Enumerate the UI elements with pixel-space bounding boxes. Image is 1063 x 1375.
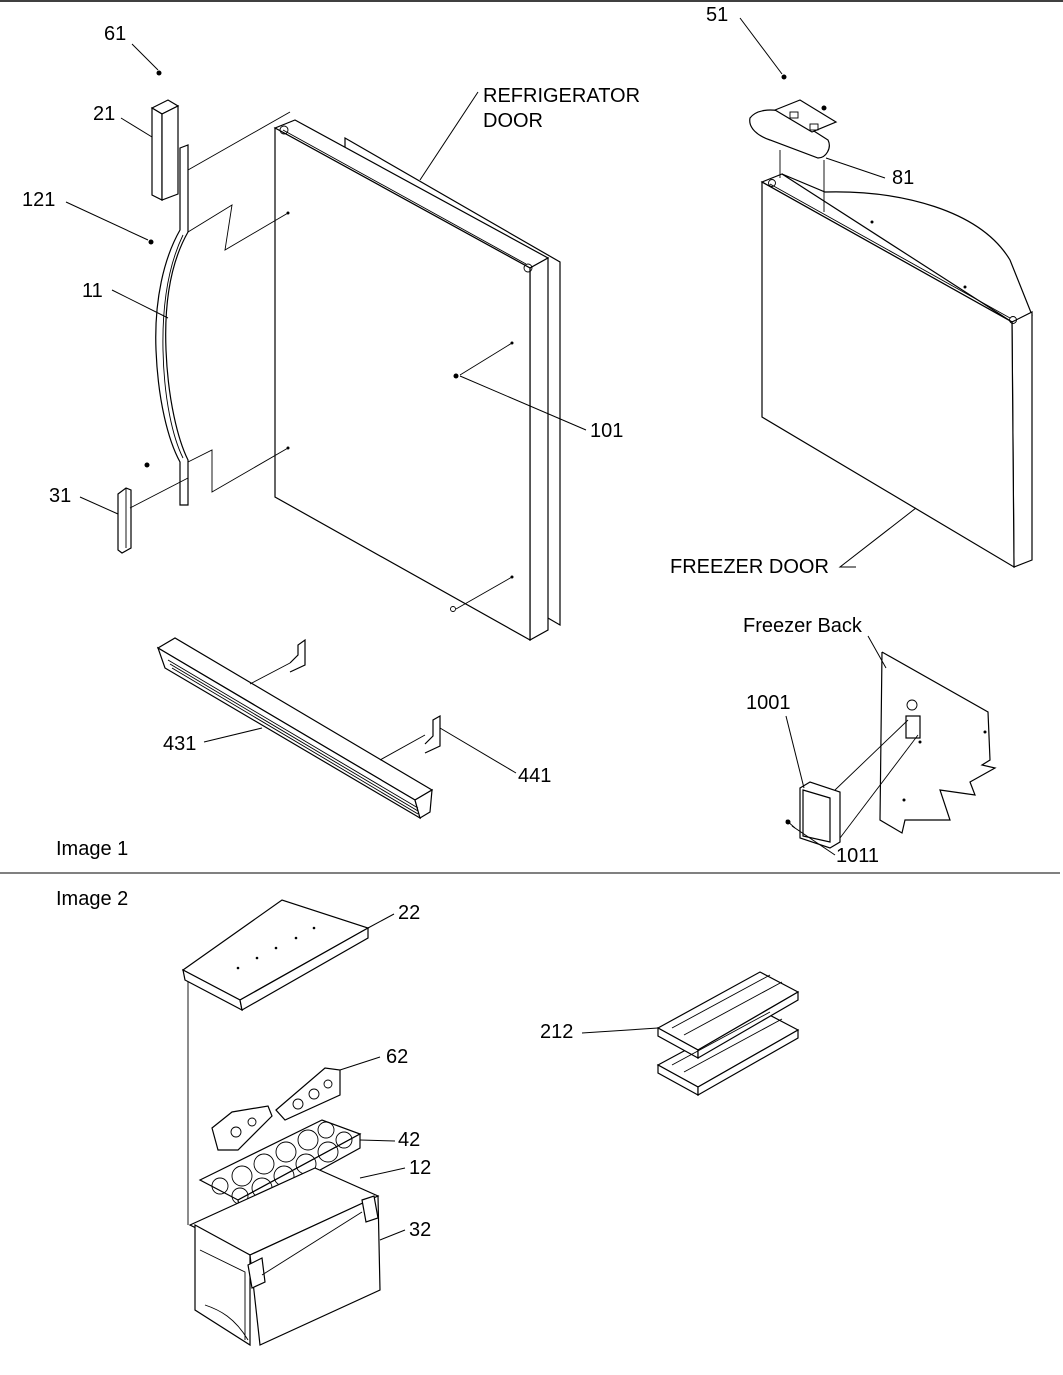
kick-plate-grille-part bbox=[156, 637, 441, 820]
door-handle-part bbox=[155, 111, 291, 506]
callout-121: 121 bbox=[22, 189, 56, 211]
callout-32: 32 bbox=[409, 1219, 432, 1241]
callout-11: 11 bbox=[82, 280, 103, 302]
refrigerator-door-label-line1: REFRIGERATOR bbox=[483, 85, 641, 107]
freezer-door-part bbox=[760, 173, 1033, 569]
leader-lines bbox=[65, 17, 917, 1241]
callout-431: 431 bbox=[163, 733, 197, 755]
door-shelf-part bbox=[181, 899, 370, 1225]
handle-end-cap-bottom-part bbox=[117, 462, 189, 554]
callout-21: 21 bbox=[93, 103, 116, 125]
freezer-back-panel-part bbox=[785, 651, 997, 849]
freezer-back-label: Freezer Back bbox=[743, 615, 862, 637]
callout-42: 42 bbox=[398, 1129, 421, 1151]
callout-12: 12 bbox=[409, 1157, 432, 1179]
callout-22: 22 bbox=[398, 902, 421, 924]
plug-101-part bbox=[453, 373, 459, 379]
screw-121-part bbox=[148, 239, 154, 245]
handle-end-cap-top-part bbox=[150, 70, 180, 201]
plug-part bbox=[450, 606, 456, 612]
callout-62: 62 bbox=[386, 1046, 409, 1068]
shelf-divider-part bbox=[211, 1067, 341, 1151]
callout-441: 441 bbox=[518, 765, 552, 787]
callout-1001: 1001 bbox=[746, 692, 791, 714]
door-bin-part bbox=[188, 1167, 381, 1347]
callout-51: 51 bbox=[706, 4, 729, 26]
ice-tray-part bbox=[656, 971, 800, 1097]
image-2-caption: Image 2 bbox=[56, 888, 129, 910]
refrigerator-door-label-line2: DOOR bbox=[483, 110, 543, 132]
image-1-caption: Image 1 bbox=[56, 838, 129, 860]
refrigerator-door-part bbox=[273, 119, 561, 642]
freezer-door-label: FREEZER DOOR bbox=[670, 556, 829, 578]
callout-212: 212 bbox=[540, 1021, 574, 1043]
callout-31: 31 bbox=[49, 485, 72, 507]
callout-101: 101 bbox=[590, 420, 624, 442]
freezer-hinge-cover-part bbox=[749, 74, 838, 212]
callout-81: 81 bbox=[892, 167, 915, 189]
callout-1011: 1011 bbox=[836, 845, 880, 867]
callout-61: 61 bbox=[104, 23, 127, 45]
